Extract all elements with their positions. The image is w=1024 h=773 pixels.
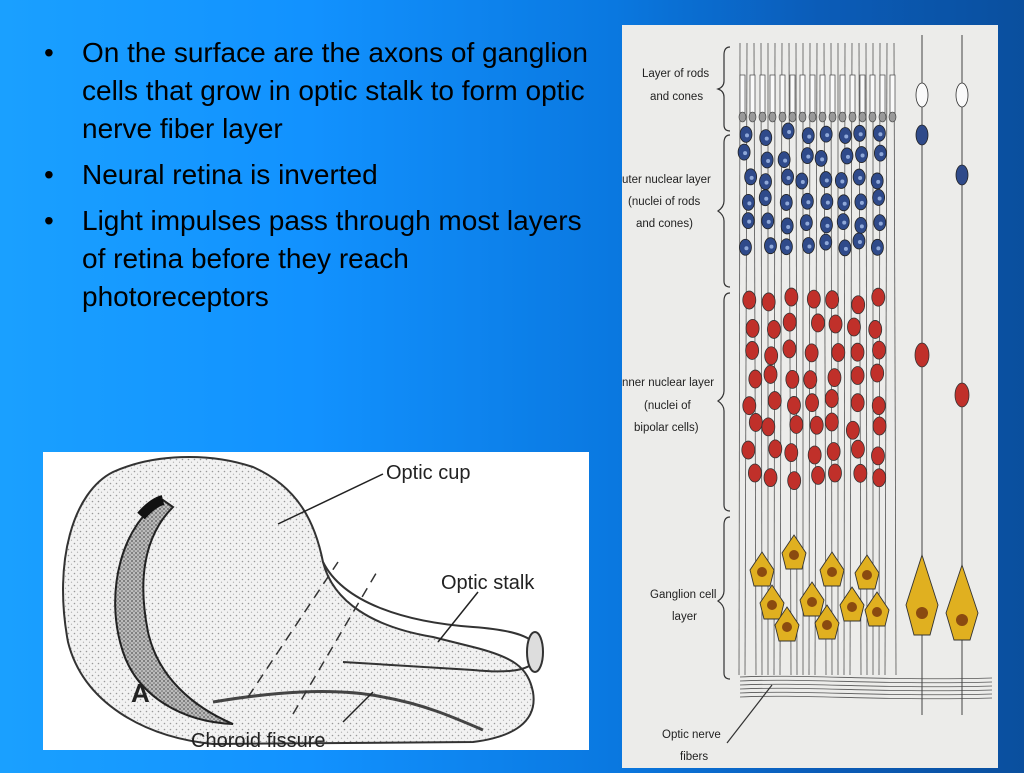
label-outer-nuclear-3: and cones) — [636, 218, 693, 230]
retina-layers-figure: Layer of rods and cones uter nuclear lay… — [622, 25, 998, 768]
retina-drawing: Layer of rods and cones uter nuclear lay… — [622, 35, 993, 763]
bullet-item: On the surface are the axons of ganglion… — [40, 34, 595, 148]
label-choroid-fissure: Choroid fissure — [191, 730, 326, 750]
bullet-list: On the surface are the axons of ganglion… — [40, 34, 595, 324]
label-optic-nerve-2: fibers — [680, 751, 708, 763]
label-rods-cones: Layer of rods — [642, 68, 709, 80]
label-inner-nuclear-3: bipolar cells) — [634, 422, 699, 434]
label-ganglion: Ganglion cell — [650, 589, 716, 601]
label-inner-nuclear-2: (nuclei of — [644, 400, 691, 412]
label-outer-nuclear-2: (nuclei of rods — [628, 196, 700, 208]
panel-letter: A — [131, 678, 150, 708]
label-rods-cones-2: and cones — [650, 91, 703, 103]
optic-cup-drawing: Optic cup Optic stalk Choroid fissure A — [62, 455, 544, 752]
label-optic-stalk: Optic stalk — [441, 572, 535, 594]
label-outer-nuclear: uter nuclear layer — [622, 174, 711, 186]
label-ganglion-2: layer — [672, 611, 697, 623]
bullet-item: Light impulses pass through most layers … — [40, 202, 595, 316]
label-optic-nerve: Optic nerve — [662, 729, 721, 741]
bullet-item: Neural retina is inverted — [40, 156, 595, 194]
label-inner-nuclear: nner nuclear layer — [622, 377, 714, 389]
label-optic-cup: Optic cup — [386, 462, 470, 484]
optic-cup-figure: Optic cup Optic stalk Choroid fissure A — [43, 452, 589, 752]
